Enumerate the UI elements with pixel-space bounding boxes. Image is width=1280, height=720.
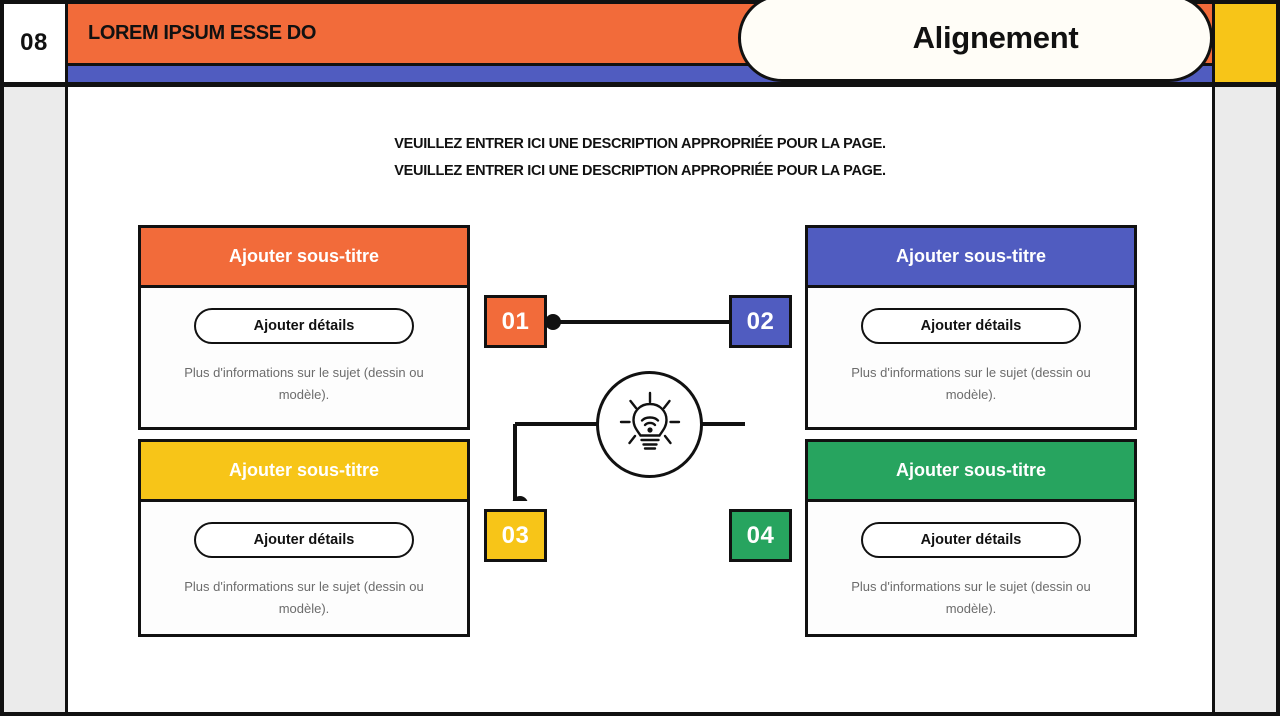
card-note-bottom-left: Plus d'informations sur le sujet (dessin… <box>184 579 424 616</box>
header-eyebrow-title: LOREM IPSUM ESSE DO <box>88 21 316 44</box>
node-02[interactable]: 02 <box>729 295 792 348</box>
connector-lines <box>512 314 745 501</box>
connector-diagram <box>405 201 745 501</box>
card-body-bottom-right: Ajouter détails Plus d'informations sur … <box>808 502 1134 620</box>
description-line-1: VEUILLEZ ENTRER ICI UNE DESCRIPTION APPR… <box>394 136 886 152</box>
card-note-top-left: Plus d'informations sur le sujet (dessin… <box>184 365 424 402</box>
card-note-top-right: Plus d'informations sur le sujet (dessin… <box>851 365 1091 402</box>
add-details-button-top-left[interactable]: Ajouter détails <box>194 308 414 344</box>
card-subtitle-top-left: Ajouter sous-titre <box>141 228 467 288</box>
card-subtitle-bottom-left: Ajouter sous-titre <box>141 442 467 502</box>
header-title-pill: Alignement <box>738 0 1213 82</box>
card-note-bottom-right: Plus d'informations sur le sujet (dessin… <box>851 579 1091 616</box>
description-line-2: VEUILLEZ ENTRER ICI UNE DESCRIPTION APPR… <box>394 163 886 179</box>
connector-dot-03 <box>512 496 528 501</box>
card-body-top-right: Ajouter détails Plus d'informations sur … <box>808 288 1134 406</box>
add-details-button-top-right[interactable]: Ajouter détails <box>861 308 1081 344</box>
card-subtitle-bottom-right: Ajouter sous-titre <box>808 442 1134 502</box>
card-top-right[interactable]: Ajouter sous-titre Ajouter détails Plus … <box>805 225 1137 430</box>
card-body-bottom-left: Ajouter détails Plus d'informations sur … <box>141 502 467 620</box>
add-details-button-bottom-right[interactable]: Ajouter détails <box>861 522 1081 558</box>
node-01[interactable]: 01 <box>484 295 547 348</box>
connector-dot-01 <box>545 314 561 330</box>
card-bottom-right[interactable]: Ajouter sous-titre Ajouter détails Plus … <box>805 439 1137 637</box>
lightbulb-wifi-icon <box>619 391 680 450</box>
page-number: 08 <box>20 28 48 56</box>
node-04[interactable]: 04 <box>729 509 792 562</box>
page-title: Alignement <box>912 20 1079 55</box>
center-icon-circle <box>596 371 703 478</box>
card-bottom-left[interactable]: Ajouter sous-titre Ajouter détails Plus … <box>138 439 470 637</box>
page-description: VEUILLEZ ENTRER ICI UNE DESCRIPTION APPR… <box>68 131 1212 185</box>
card-top-left[interactable]: Ajouter sous-titre Ajouter détails Plus … <box>138 225 470 430</box>
node-03[interactable]: 03 <box>484 509 547 562</box>
add-details-button-bottom-left[interactable]: Ajouter détails <box>194 522 414 558</box>
card-subtitle-top-right: Ajouter sous-titre <box>808 228 1134 288</box>
card-body-top-left: Ajouter détails Plus d'informations sur … <box>141 288 467 406</box>
